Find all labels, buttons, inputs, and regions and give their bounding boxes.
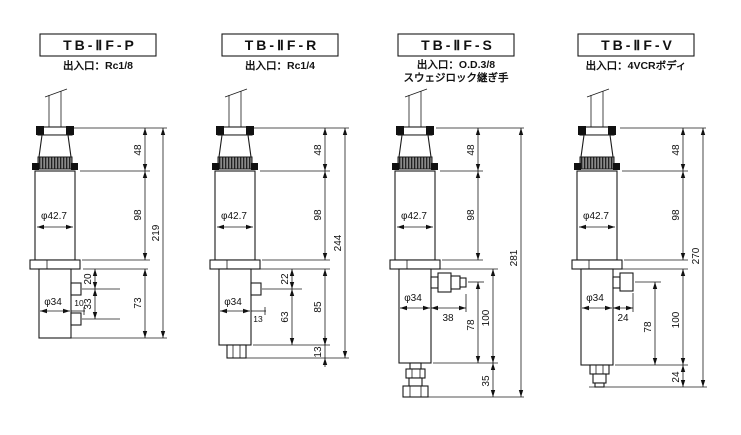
lower-diameter-label: φ34 [586,293,604,304]
dim-label: 63 [280,311,291,323]
sensor-top-assembly [390,89,440,269]
lower-body [38,268,72,339]
port-protrusion-label: 10 [74,298,84,308]
dim-label: 48 [133,144,144,156]
bottom-nipple [226,344,247,359]
model-title: TB-ⅡF-R [245,37,320,53]
side-port-lower [70,312,82,326]
dim-label: 38 [442,313,454,324]
dim-label: 73 [133,297,144,309]
port-spec-line2: スウェジロック継ぎ手 [404,71,509,84]
lower-body [218,268,252,346]
model-title-box [577,33,695,57]
dim-label: 24 [671,371,682,383]
port-spec: 出入口：O.D.3/8 [417,58,495,71]
body-diameter-label: φ42.7 [41,211,67,222]
body-diameter-label: φ42.7 [583,211,609,222]
port-spec: 出入口：Rc1/8 [63,59,133,72]
dim-label: 98 [671,209,682,221]
bottom-fitting-nut2 [402,385,429,398]
lower-diameter-label: φ34 [224,297,242,308]
model-title: TB-ⅡF-S [421,37,495,53]
lower-body [580,268,614,366]
bottom-fitting-gland [592,373,607,384]
dim-label: 219 [151,224,162,241]
swagelok-fitting-nut [437,272,452,293]
vcr-fitting-neck [612,276,621,289]
dim-label: 78 [643,321,654,333]
dim-label: 98 [313,209,324,221]
model-title: TB-ⅡF-P [63,37,137,53]
dim-label: 20 [83,273,94,285]
model-title-box [221,33,339,57]
lower-body [398,268,432,364]
bottom-fitting-tip [594,382,605,388]
dim-label: 98 [466,209,477,221]
dim-label: 100 [481,309,492,326]
dim-label: 85 [313,301,324,313]
model-title-box [39,33,157,57]
dim-label: 270 [691,247,702,264]
dim-label: 244 [333,234,344,251]
side-port [250,282,262,296]
sensor-top-assembly [210,89,260,269]
panel-tb2f-p: TB-ⅡF-P 出入口：Rc1/8 φ42.7 φ34 10 20 33 73 … [30,33,167,339]
sensor-top-assembly [572,89,622,269]
port-spec: 出入口：Rc1/4 [245,59,315,72]
bottom-fitting-nut [405,368,426,379]
swagelok-fitting-body [450,275,461,290]
lower-diameter-label: φ34 [44,297,62,308]
swagelok-fitting-end [459,277,467,288]
dim-label: 100 [671,311,682,328]
dim-label: 48 [671,144,682,156]
bottom-fitting-hex [589,364,610,375]
panel-tb2f-v: TB-ⅡF-V 出入口：4VCRボディ φ42.7 φ34 24 78 100 … [572,33,707,388]
port-spec: 出入口：4VCRボディ [586,59,687,72]
lower-diameter-label: φ34 [404,293,422,304]
dim-label: 24 [617,313,629,324]
model-title: TB-ⅡF-V [601,37,675,53]
panel-tb2f-r: TB-ⅡF-R 出入口：Rc1/4 φ42.7 φ34 13 22 63 85 … [210,33,349,367]
dim-label: 33 [83,298,94,310]
bottom-fitting-neck2 [408,377,423,387]
side-port-upper [70,282,82,296]
body-diameter-label: φ42.7 [401,211,427,222]
dim-label: 48 [466,144,477,156]
bottom-fitting-neck [409,362,422,370]
port-protrusion-label: 13 [253,314,263,324]
dim-label: 22 [280,273,291,285]
panel-tb2f-s: TB-ⅡF-S 出入口：O.D.3/8 スウェジロック継ぎ手 φ42.7 φ34… [390,33,524,398]
model-title-box [397,33,515,57]
dim-label: 98 [133,209,144,221]
sensor-top-assembly [30,89,80,269]
dim-label: 13 [313,346,324,358]
dim-label: 48 [313,144,324,156]
dim-label: 281 [509,249,520,266]
dim-label: 35 [481,375,492,387]
body-diameter-label: φ42.7 [221,211,247,222]
dim-label: 78 [466,319,477,331]
swagelok-fitting-neck [430,276,439,289]
vcr-fitting-nut [619,272,634,292]
